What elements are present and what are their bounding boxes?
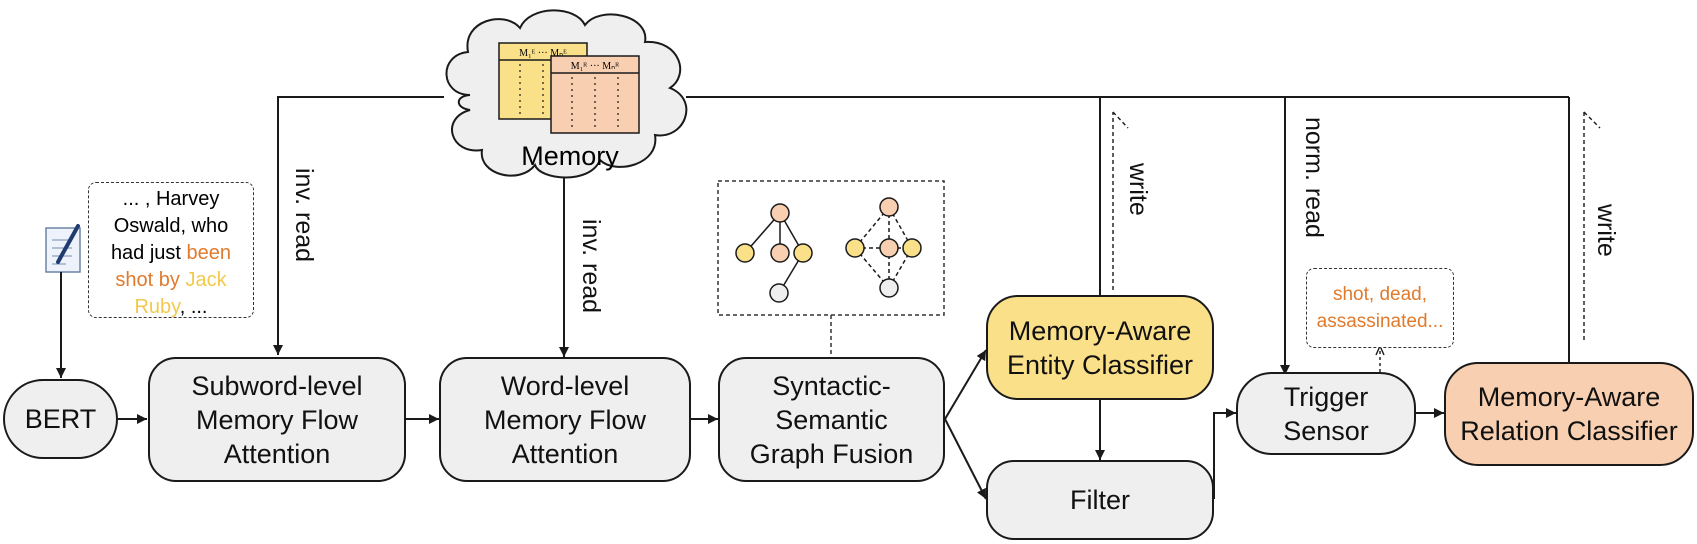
pipeline-arrows [118,349,1444,500]
write-label-1: write [1124,163,1152,216]
sentence-line-5: , ... [179,296,208,318]
inv-read-label-1: inv. read [290,168,318,263]
memory-relation-header: M₁ᴿ ··· Mₙᴿ [571,61,620,72]
trigger-word-been: been [186,242,232,264]
memory-cloud-icon [445,9,688,179]
trigger-words-note: shot, dead, assassinated... [1306,268,1454,348]
sentence-line-2: Oswald, who [113,215,229,237]
sentence-line-1: ... , Harvey [122,188,220,210]
input-sentence: ... , Harvey Oswald, who had just been s… [88,182,254,318]
memory-label: Memory [521,141,619,171]
memory-bus-lines [273,96,1570,375]
trigger-words-line-1: shot, dead, [1332,284,1428,305]
entity-word-jack: Jack [185,269,227,291]
document-pen-icon [45,224,81,273]
write-arrows [1112,111,1601,340]
graph-dense-icon [845,197,922,298]
trigger-word-shot-by: shot by [115,269,186,291]
memory-entity-header: M₁ᴱ ··· Mₙᴱ [519,48,567,59]
subword-attention-node: Subword-level Memory Flow Attention [148,357,406,482]
trigger-words-line-2: assassinated... [1316,311,1444,332]
bert-node: BERT [3,379,118,459]
entity-classifier-node: Memory-Aware Entity Classifier [986,295,1214,400]
graph-fusion-node: Syntactic- Semantic Graph Fusion [718,357,945,482]
inv-read-label-2: inv. read [577,219,605,314]
relation-classifier-node: Memory-Aware Relation Classifier [1444,362,1694,466]
graph-tree-icon [735,203,813,303]
entity-word-ruby: Ruby [134,296,180,318]
sentence-line-3: had just [110,242,187,264]
norm-read-label: norm. read [1300,117,1328,238]
filter-node: Filter [986,460,1214,540]
trigger-sensor-node: Trigger Sensor [1236,372,1416,455]
write-label-2: write [1592,204,1620,257]
word-attention-node: Word-level Memory Flow Attention [439,357,691,482]
